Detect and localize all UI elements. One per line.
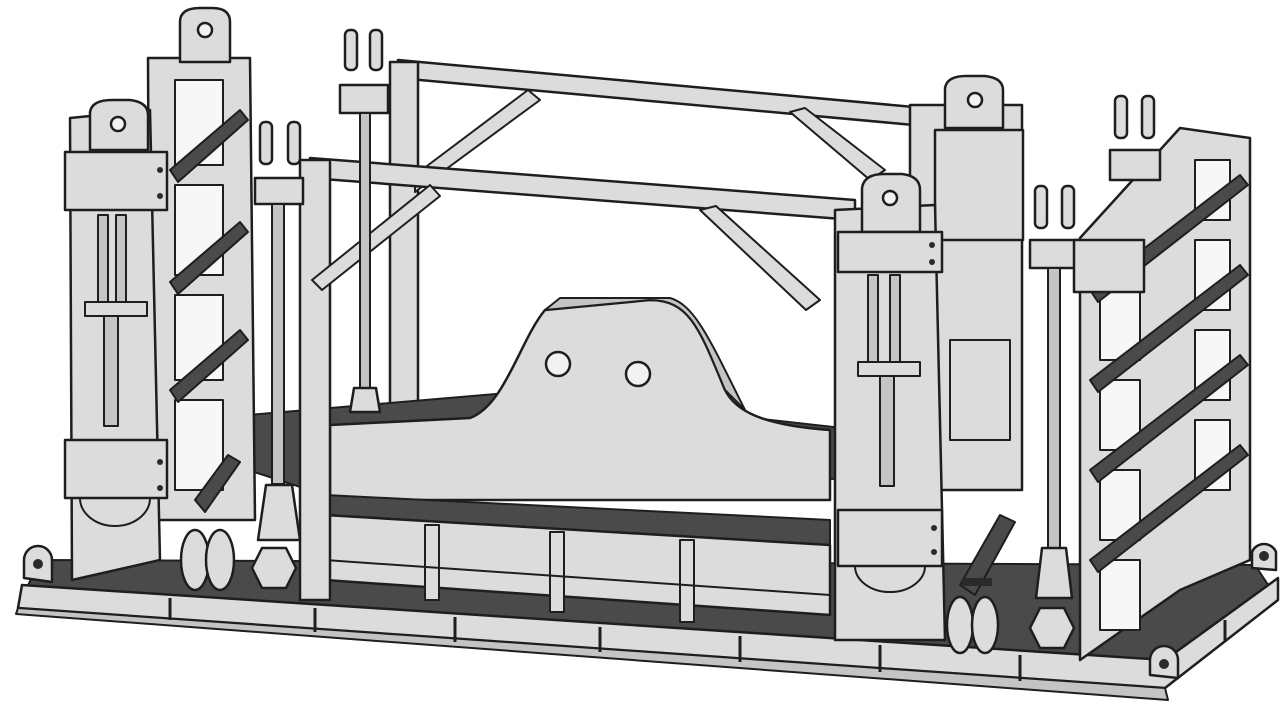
- strut-front-right: [1028, 184, 1080, 650]
- hinge-wheels-right: [945, 595, 1000, 655]
- strut-front-left: [250, 120, 305, 590]
- corner-lug-front-right: [1148, 644, 1180, 680]
- saddle-hole-left: [544, 350, 572, 378]
- strut-rear-left: [338, 28, 390, 414]
- tower-left-top-lug: [178, 6, 232, 64]
- rack-top-clevis: [1108, 94, 1162, 182]
- corner-lug-rear-right: [1250, 542, 1278, 572]
- corner-lug-front-left: [22, 544, 54, 584]
- rear-top-frame: [388, 58, 927, 412]
- hinge-wheels-left: [179, 528, 236, 592]
- tower-right-front-lug: [860, 172, 922, 234]
- tower-right-rear-lug: [943, 74, 1005, 130]
- tower-left: [63, 6, 257, 592]
- tower-left-front-lug: [88, 98, 150, 152]
- saddle-hole-right: [624, 360, 652, 388]
- hex-nut: [250, 546, 298, 590]
- front-top-frame: [298, 156, 857, 602]
- tower-right: [833, 74, 1025, 655]
- saddle-cradle: [247, 297, 861, 623]
- rack-right: [1072, 94, 1252, 662]
